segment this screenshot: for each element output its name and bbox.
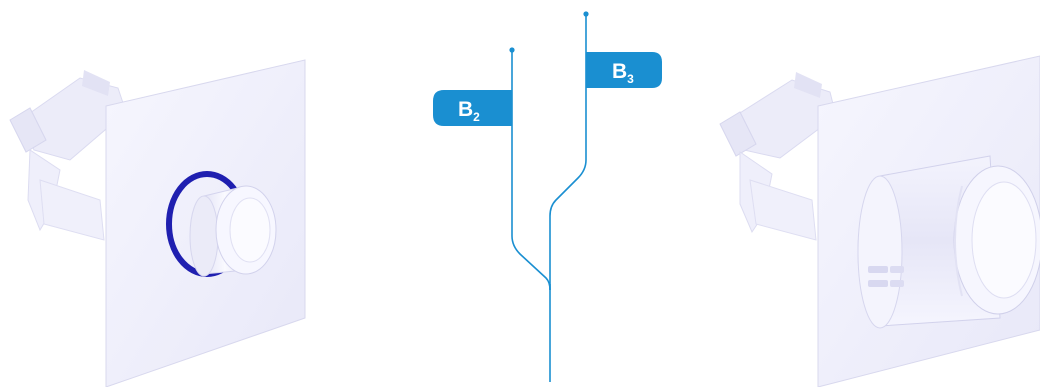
left-knob: [189, 185, 277, 277]
right-valve-assembly: [719, 55, 1040, 387]
b3-endpoint-dot: [583, 11, 589, 17]
label-b3: B3: [586, 52, 662, 88]
label-b2-letter: B: [458, 98, 473, 121]
b3-line: [549, 14, 587, 290]
right-valve-body: [719, 72, 837, 241]
left-valve-body: [9, 70, 127, 241]
label-b3-subscript: 3: [627, 72, 634, 86]
connection-lines: [511, 14, 587, 382]
label-b2: B2: [433, 90, 512, 126]
label-b3-letter: B: [612, 60, 627, 83]
label-b2-subscript: 2: [473, 110, 480, 124]
b2-line: [511, 50, 551, 291]
svg-text:B2: B2: [458, 98, 480, 124]
left-valve-assembly: [9, 59, 306, 387]
svg-text:B3: B3: [612, 60, 634, 86]
right-knob: [953, 165, 1040, 315]
b2-endpoint-dot: [509, 47, 515, 53]
